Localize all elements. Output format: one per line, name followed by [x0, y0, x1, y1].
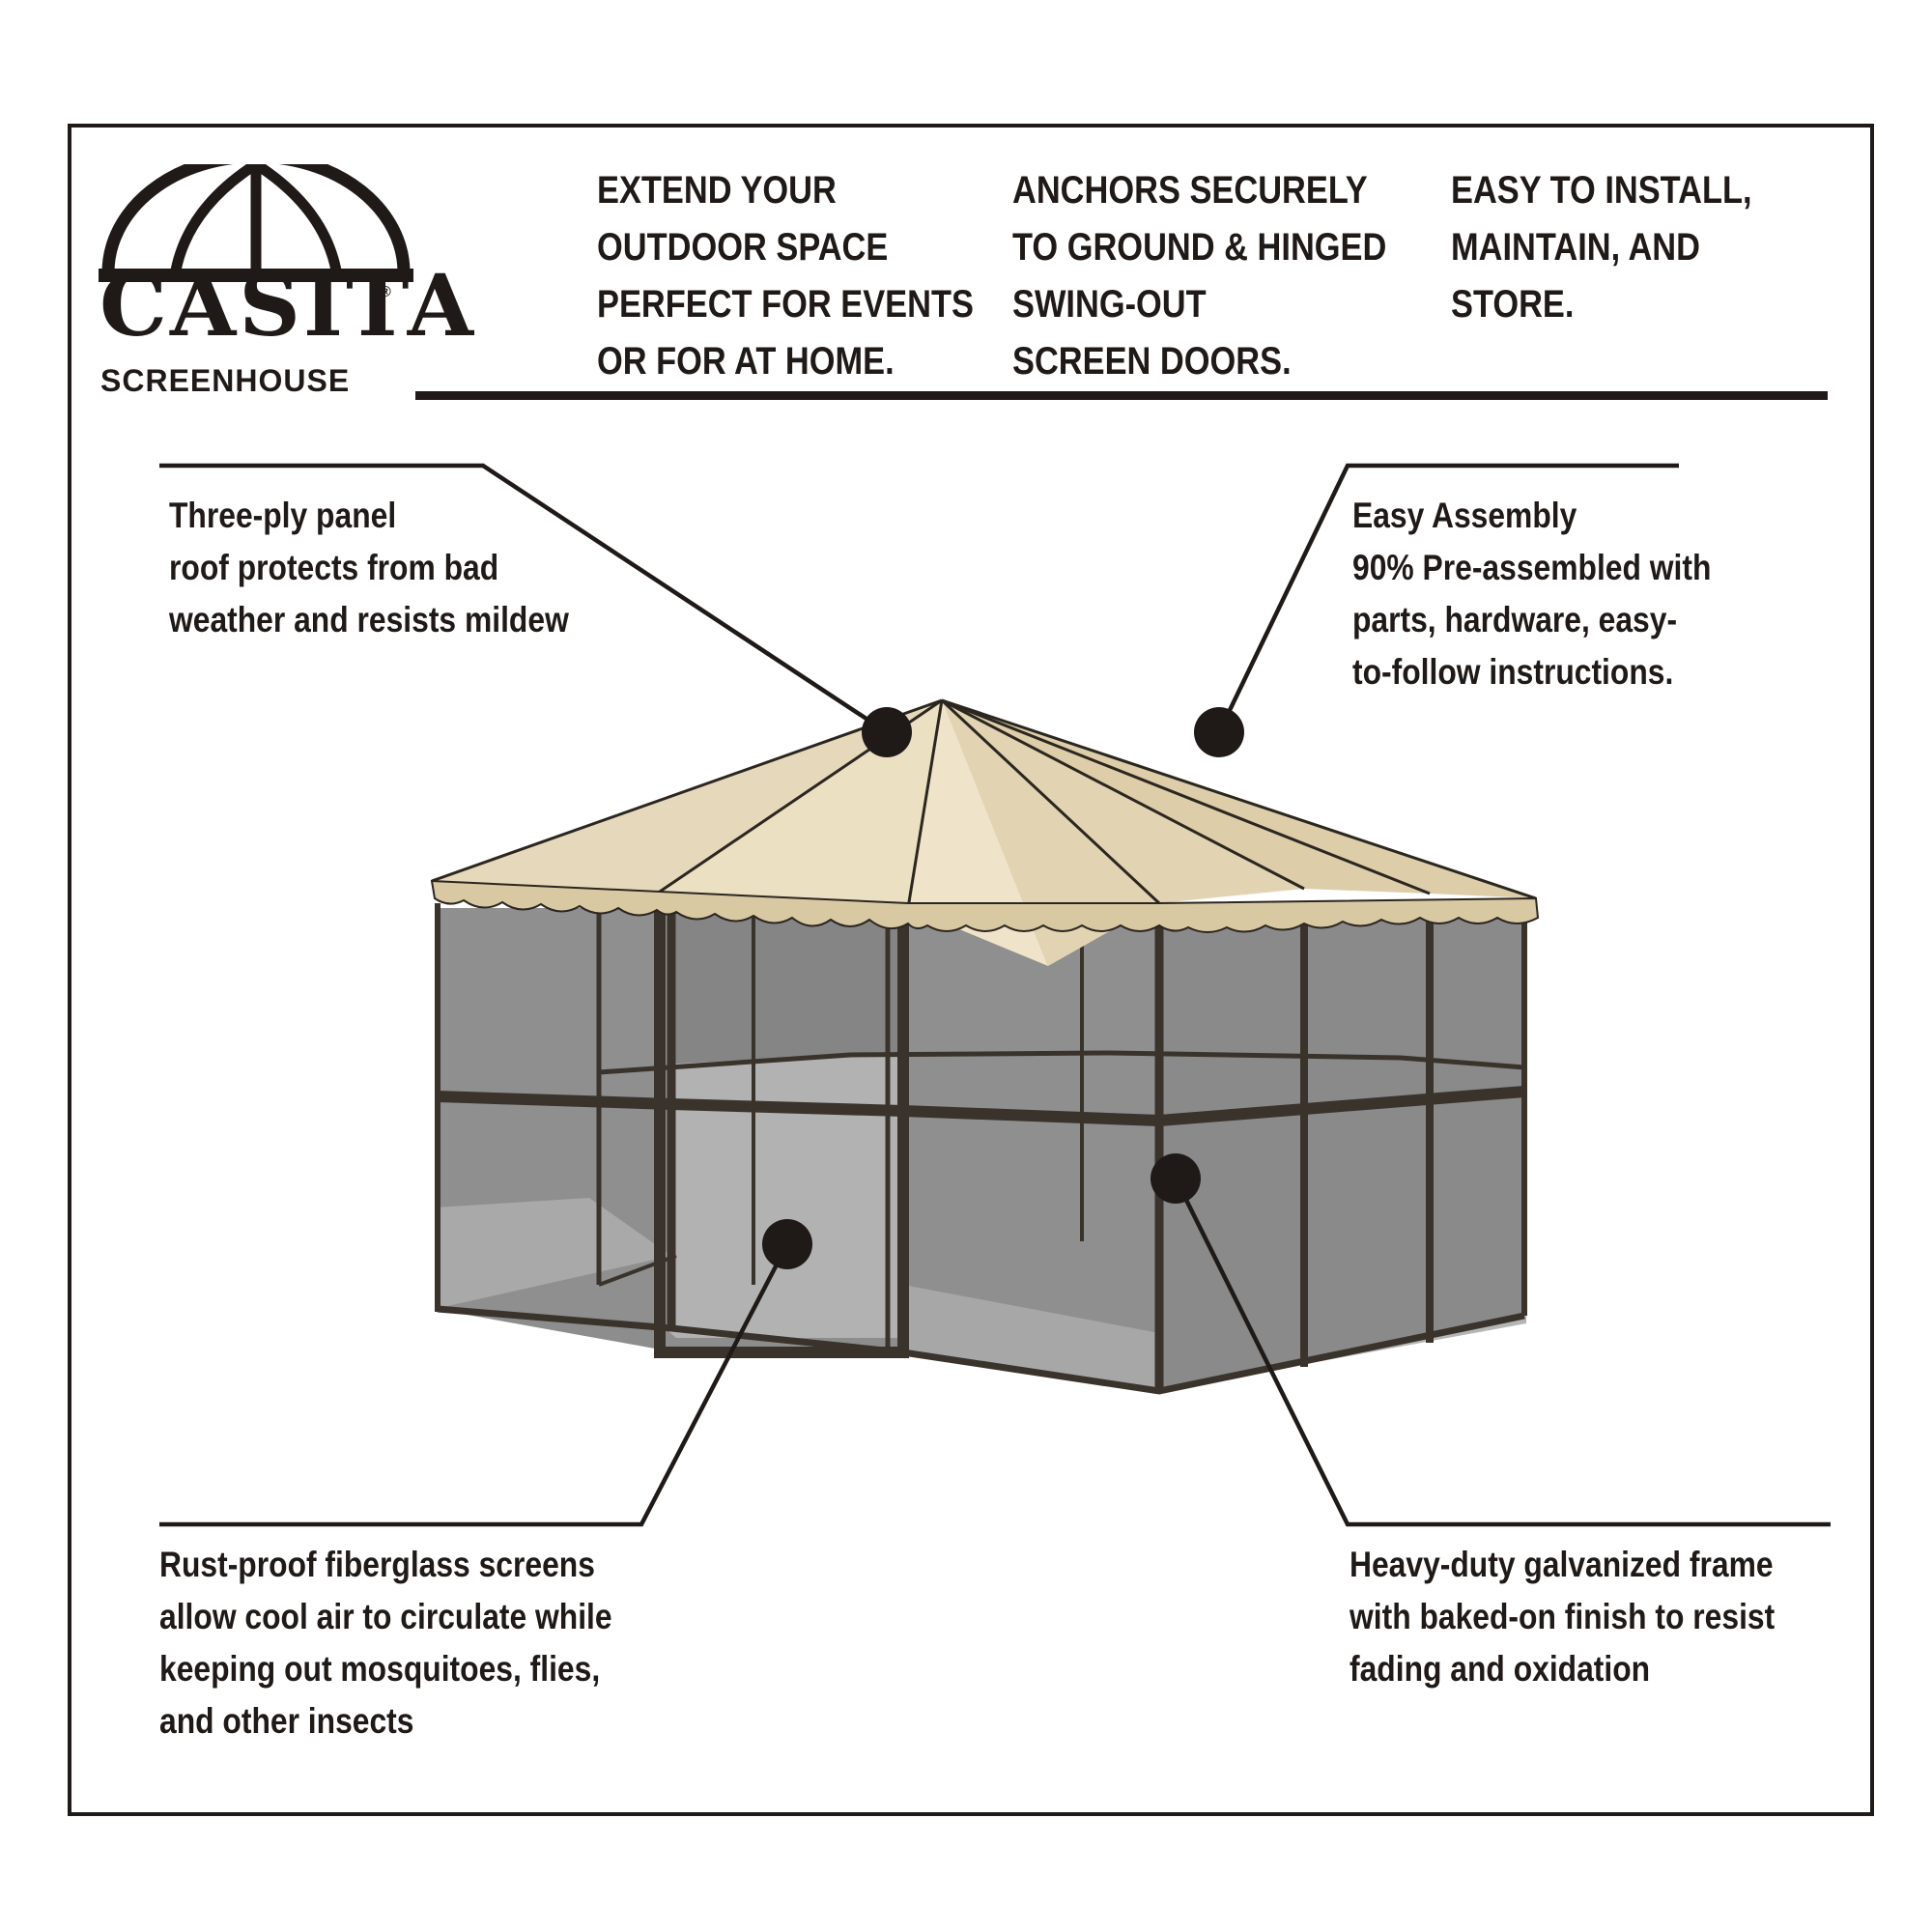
marker-dot-frame	[1151, 1153, 1201, 1204]
roof-panel-left	[432, 700, 942, 894]
marker-dot-screens	[762, 1219, 812, 1269]
roof-panel-front-mid	[657, 700, 942, 908]
lower-floor-view-right	[903, 1285, 1159, 1391]
brand-wordmark: CASITA	[99, 255, 476, 355]
headline-extend-space: EXTEND YOUR OUTDOOR SPACE PERFECT FOR EV…	[597, 169, 974, 383]
casita-dome-logo-icon	[99, 164, 413, 282]
right-side-screen	[1159, 913, 1526, 1391]
callout-roof: Three-ply panel roof protects from bad w…	[169, 496, 569, 639]
leader-assembly	[1216, 463, 1679, 733]
headline-easy-install: EASY TO INSTALL, MAINTAIN, AND STORE.	[1451, 169, 1752, 326]
outer-border	[68, 124, 1874, 1816]
headline-anchors: ANCHORS SECURELY TO GROUND & HINGED SWIN…	[1012, 169, 1387, 383]
roof-panel-front-right	[942, 700, 1304, 966]
leader-frame	[1173, 1177, 1831, 1527]
callout-screens: Rust-proof fiberglass screens allow cool…	[159, 1545, 612, 1741]
header-divider	[415, 391, 1828, 400]
brand-subtitle: SCREENHOUSE	[100, 363, 351, 398]
callout-frame: Heavy-duty galvanized frame with baked-o…	[1350, 1545, 1776, 1689]
roof-valance	[430, 879, 1540, 933]
front-middle-screen	[903, 908, 1159, 1391]
registered-mark: ®	[380, 284, 391, 300]
lower-floor-view	[435, 1198, 671, 1309]
marker-dot-assembly	[1194, 707, 1244, 757]
leader-roof	[159, 463, 889, 734]
callout-assembly: Easy Assembly 90% Pre-assembled with par…	[1352, 496, 1712, 692]
leader-screens	[159, 1242, 789, 1527]
marker-dot-roof	[862, 707, 912, 757]
